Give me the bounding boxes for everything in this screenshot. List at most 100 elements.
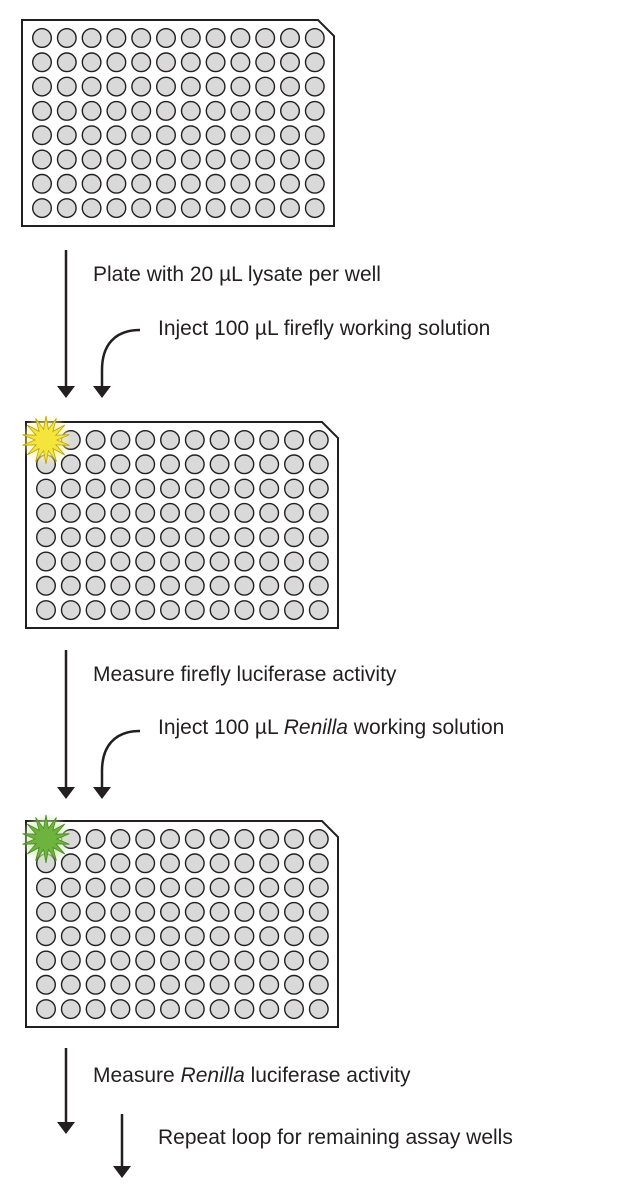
well <box>308 430 329 451</box>
well <box>131 149 152 170</box>
plate-1-outline <box>21 19 335 227</box>
well <box>135 853 156 874</box>
well <box>159 950 180 971</box>
well <box>32 28 53 49</box>
well <box>110 600 131 621</box>
well <box>85 551 106 572</box>
well <box>60 600 81 621</box>
well <box>135 926 156 947</box>
well <box>56 76 77 97</box>
plate-3-outline <box>25 820 339 1028</box>
well <box>135 575 156 596</box>
well <box>60 478 81 499</box>
well <box>205 198 226 219</box>
well <box>308 551 329 572</box>
well <box>280 198 301 219</box>
well <box>155 76 176 97</box>
well <box>36 926 57 947</box>
well <box>184 999 205 1020</box>
well <box>85 600 106 621</box>
well <box>205 100 226 121</box>
well <box>255 125 276 146</box>
well <box>60 575 81 596</box>
well <box>135 478 156 499</box>
well <box>284 853 305 874</box>
well <box>259 877 280 898</box>
well <box>155 100 176 121</box>
well <box>106 198 127 219</box>
well <box>308 829 329 850</box>
well <box>234 999 255 1020</box>
well <box>284 901 305 922</box>
well <box>135 950 156 971</box>
well <box>85 430 106 451</box>
well <box>36 502 57 523</box>
well <box>308 974 329 995</box>
well <box>259 950 280 971</box>
well <box>234 478 255 499</box>
well <box>85 950 106 971</box>
well <box>280 52 301 73</box>
well <box>106 149 127 170</box>
well <box>159 974 180 995</box>
well <box>184 478 205 499</box>
well <box>280 100 301 121</box>
well <box>32 173 53 194</box>
well <box>159 478 180 499</box>
well <box>135 430 156 451</box>
well <box>85 829 106 850</box>
well <box>184 575 205 596</box>
well <box>184 600 205 621</box>
well <box>209 829 230 850</box>
well <box>230 100 251 121</box>
step-1-label: Plate with 20 µL lysate per well <box>93 263 381 286</box>
well <box>56 100 77 121</box>
well <box>131 173 152 194</box>
well <box>205 125 226 146</box>
well <box>60 551 81 572</box>
well <box>159 877 180 898</box>
well <box>56 28 77 49</box>
well <box>304 198 325 219</box>
well <box>85 478 106 499</box>
well <box>110 527 131 548</box>
well <box>280 76 301 97</box>
well <box>85 999 106 1020</box>
well <box>110 999 131 1020</box>
plate-1 <box>21 19 335 227</box>
well <box>184 974 205 995</box>
well <box>56 198 77 219</box>
well <box>85 502 106 523</box>
well <box>159 901 180 922</box>
well <box>110 974 131 995</box>
well <box>106 173 127 194</box>
well <box>106 76 127 97</box>
well <box>184 877 205 898</box>
plate-2-outline <box>25 421 339 629</box>
well <box>234 430 255 451</box>
well <box>308 999 329 1020</box>
well <box>36 527 57 548</box>
well <box>234 454 255 475</box>
inject-arrow-2 <box>93 729 141 799</box>
step-3-label: Measure Renilla luciferase activity <box>93 1064 411 1087</box>
well <box>230 149 251 170</box>
well <box>180 100 201 121</box>
well <box>32 149 53 170</box>
well <box>180 76 201 97</box>
well <box>209 877 230 898</box>
renilla-flash-icon <box>20 813 72 865</box>
well <box>230 198 251 219</box>
well <box>230 125 251 146</box>
well <box>308 926 329 947</box>
well <box>184 430 205 451</box>
well <box>131 76 152 97</box>
well <box>255 100 276 121</box>
well <box>81 28 102 49</box>
well <box>106 125 127 146</box>
well <box>184 551 205 572</box>
well <box>110 901 131 922</box>
well <box>304 76 325 97</box>
well <box>209 926 230 947</box>
well <box>255 76 276 97</box>
